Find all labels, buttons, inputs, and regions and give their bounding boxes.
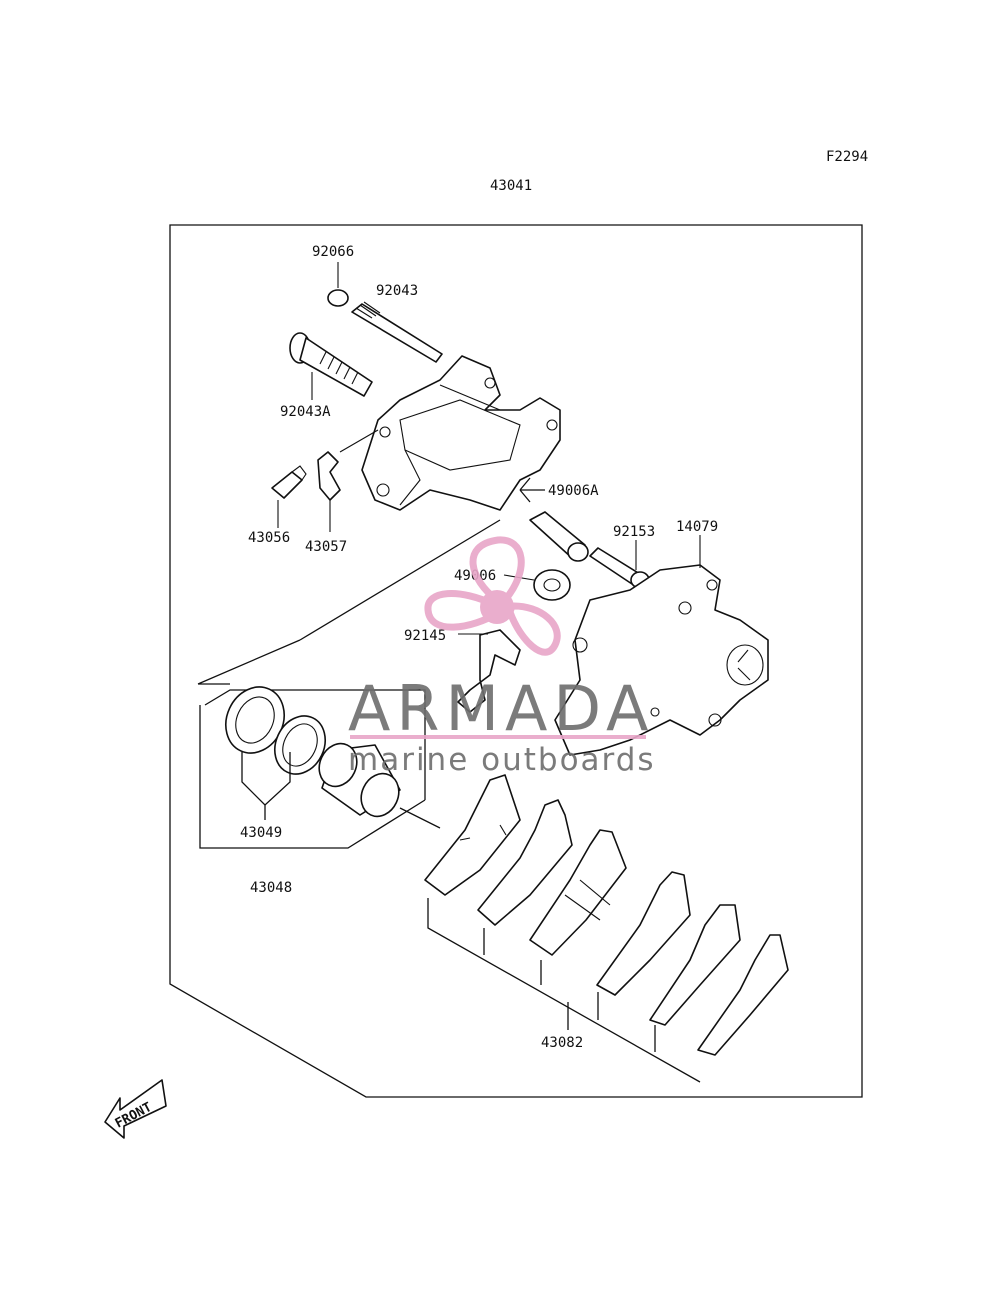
bracket-14079	[554, 535, 769, 756]
label-49006A: 49006A	[548, 483, 599, 499]
caliper-body	[361, 355, 561, 511]
label-43049: 43049	[240, 825, 282, 841]
label-43082: 43082	[541, 1035, 583, 1051]
assembly-frame	[169, 224, 863, 1098]
assembly-number: 43041	[490, 178, 532, 194]
propeller-logo-icon	[424, 536, 561, 656]
label-92043: 92043	[376, 283, 418, 299]
label-43057: 43057	[305, 539, 347, 555]
connector-43048	[197, 639, 301, 685]
pad-leader-main	[427, 898, 701, 1083]
label-92043A: 92043A	[280, 404, 331, 420]
figure-code: F2294	[826, 149, 868, 165]
watermark: ARMADA marine outboards	[348, 536, 656, 778]
label-92153: 92153	[613, 524, 655, 540]
piston	[318, 742, 401, 818]
front-arrow-icon: FRONT	[104, 1079, 167, 1139]
bleeder-43056	[271, 465, 307, 528]
watermark-underline	[350, 735, 646, 739]
cap-92066	[327, 262, 349, 307]
label-92066: 92066	[312, 244, 354, 260]
piston-leader	[399, 807, 441, 829]
label-14079: 14079	[676, 519, 718, 535]
leader-49006A	[519, 477, 545, 503]
label-43056: 43056	[248, 530, 290, 546]
label-43048: 43048	[250, 880, 292, 896]
pin-92043	[351, 301, 443, 363]
seal-ring-2	[274, 715, 326, 775]
watermark-title: ARMADA	[348, 672, 654, 745]
cap-43057	[317, 429, 379, 532]
brake-pads	[424, 774, 789, 1056]
sleeve	[529, 511, 589, 562]
watermark-subtitle: marine outboards	[348, 742, 656, 778]
bolt-92153	[589, 540, 650, 589]
pad-leader-ticks	[483, 928, 656, 1052]
clip-92145	[457, 629, 521, 713]
bracket-kit-bottom	[199, 705, 426, 849]
connector-body	[299, 519, 501, 641]
bracket-kit-top	[204, 689, 426, 800]
bolt-92043A	[289, 332, 373, 400]
label-92145: 92145	[404, 628, 446, 644]
